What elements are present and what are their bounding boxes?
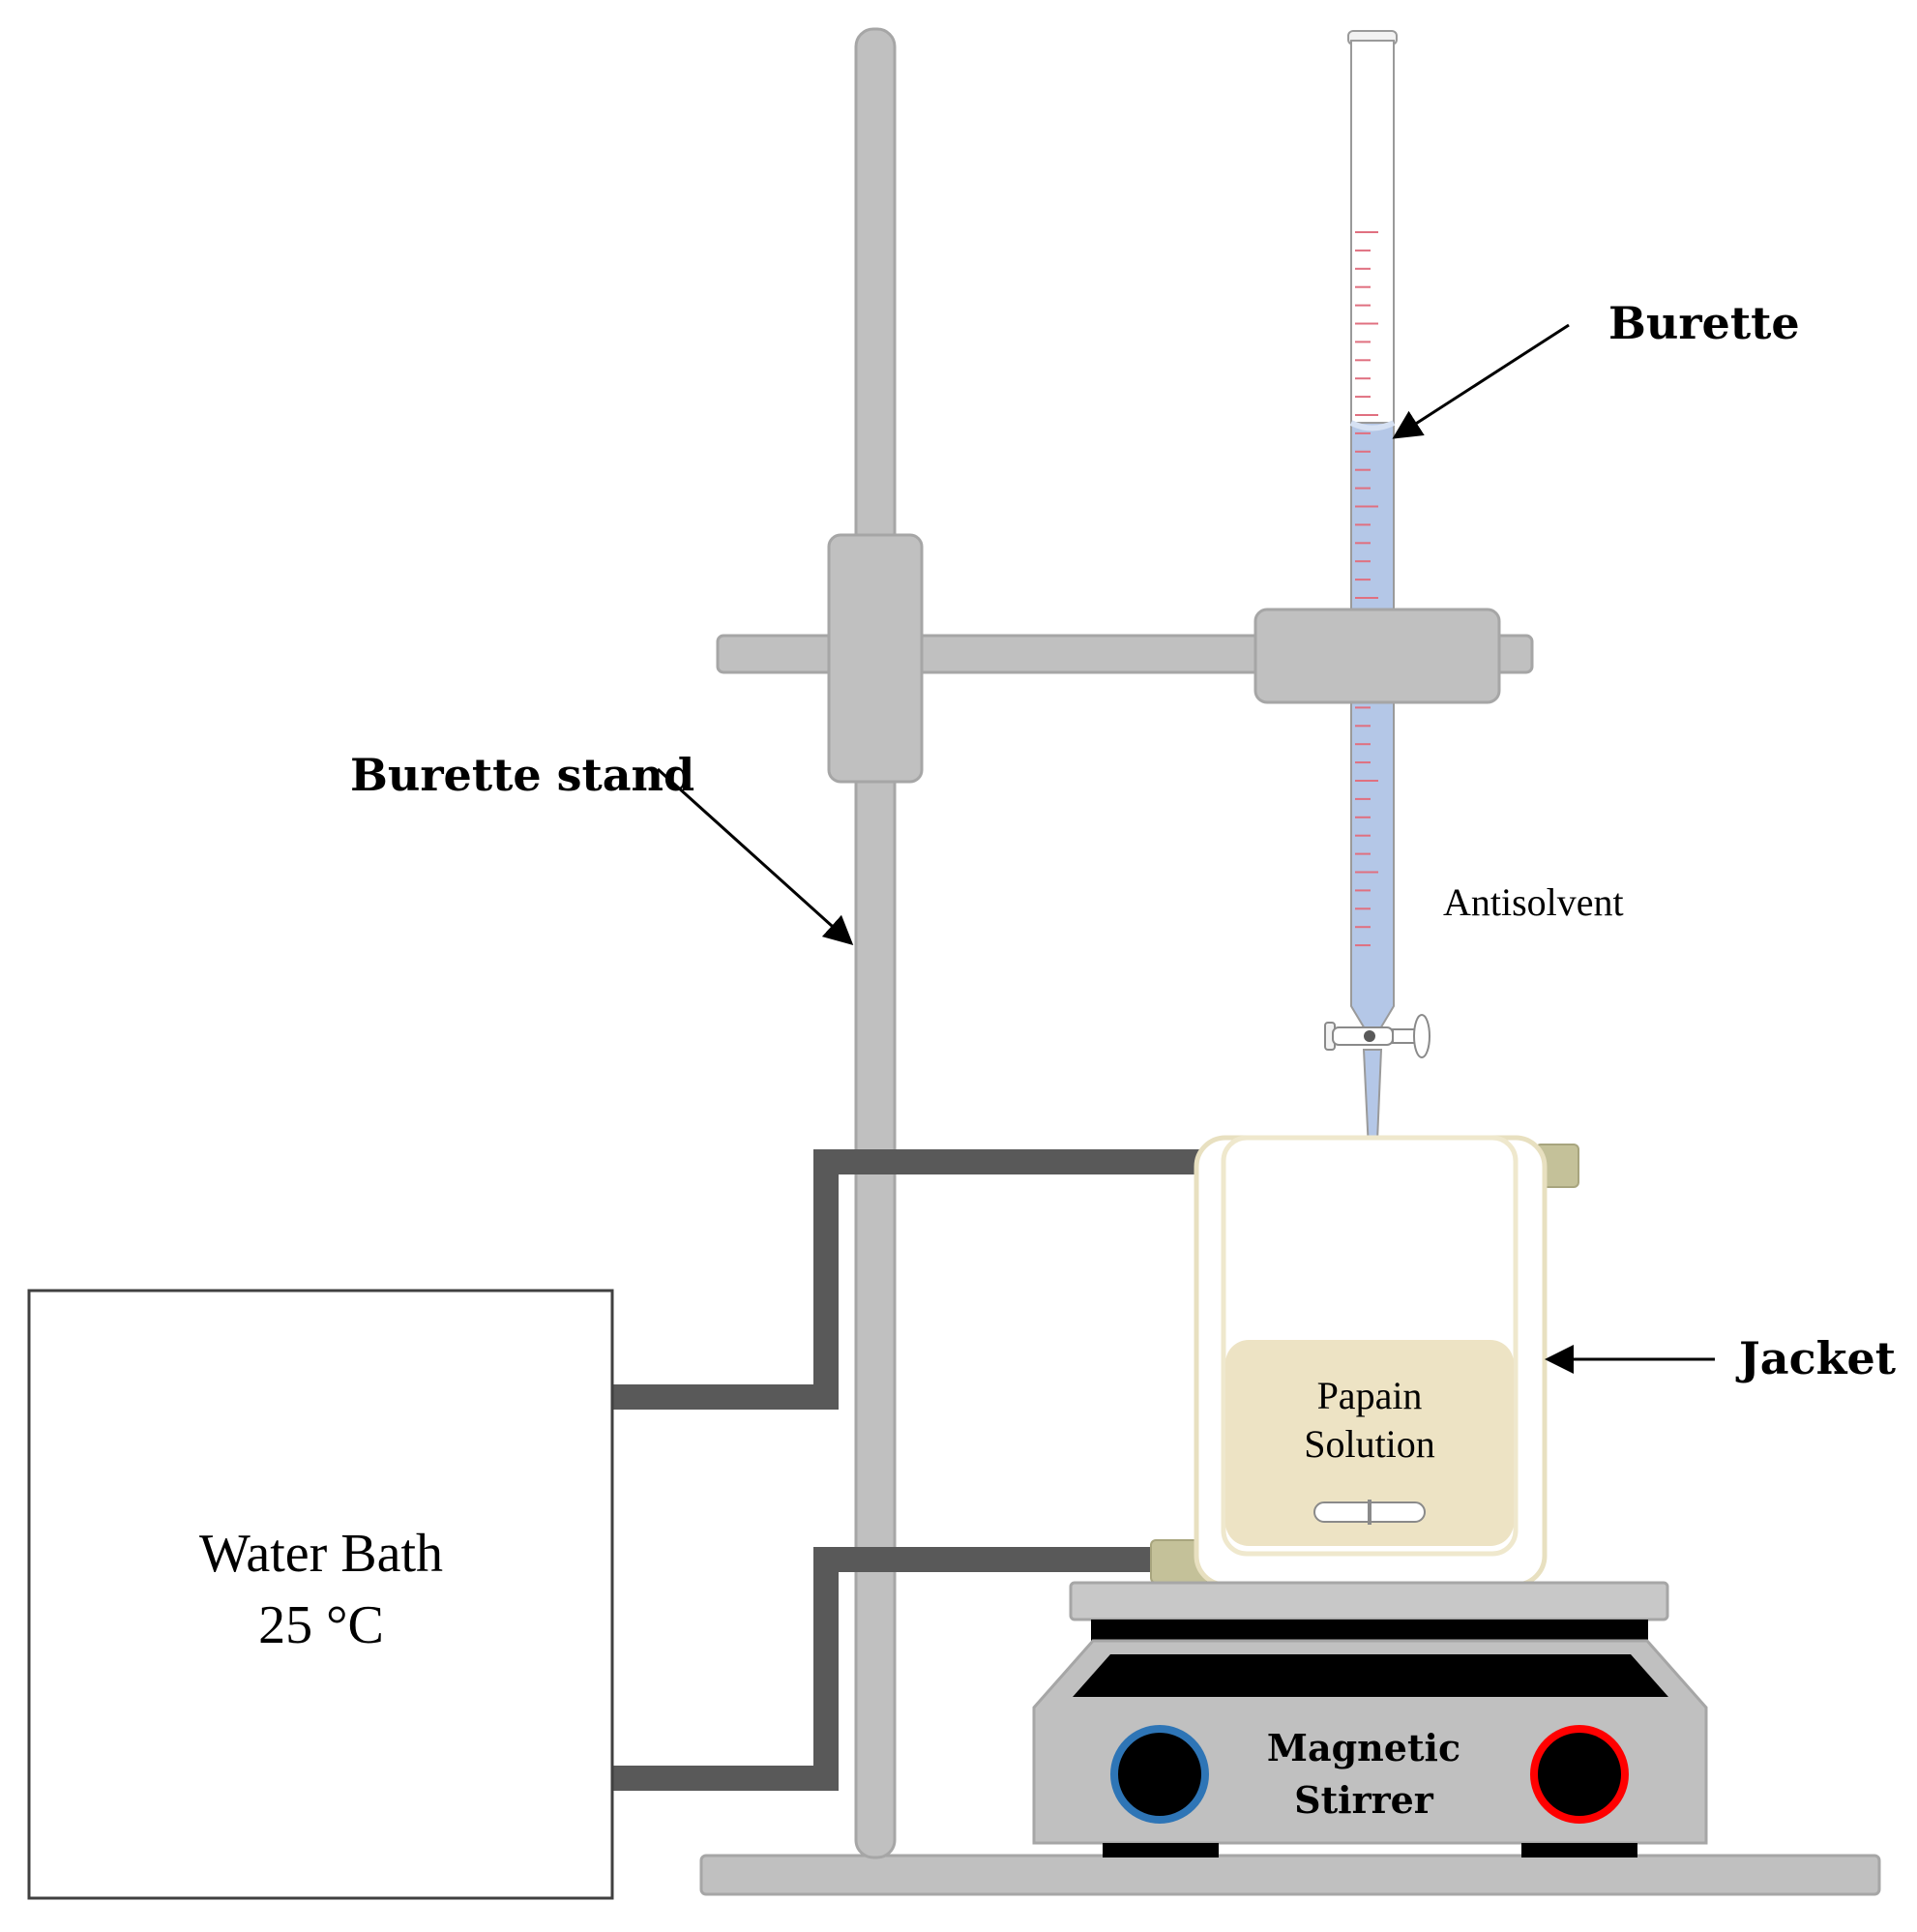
water-bath-box [27,1289,614,1900]
stand-rod [854,27,897,1859]
papain-label-line1: Papain [1317,1374,1423,1417]
stirrer-top-panel [1073,1654,1668,1697]
magnetic-stirrer: Magnetic Stirrer [1032,1581,1708,1858]
stopcock-handle [1413,1014,1430,1058]
water-bath-label-line2: 25 °C [258,1595,384,1655]
burette-clamp [1253,608,1501,704]
jacketed-vessel: Papain Solution [1194,1135,1548,1588]
papain-label-line2: Solution [1304,1422,1435,1466]
water-bath-label-line1: Water Bath [199,1524,443,1584]
hose-upper [612,1149,1201,1410]
stirrer-neck [1091,1620,1648,1641]
stir-bar [1313,1500,1426,1525]
stirrer-knob-left [1110,1725,1209,1824]
burette-label: Burette [1608,297,1800,349]
stirrer-foot-left [1103,1843,1219,1858]
stirrer-knob-right [1530,1725,1629,1824]
stopcock-barrel [1332,1026,1394,1046]
stirrer-foot-right [1521,1843,1637,1858]
stirrer-label-line1: Magnetic [1267,1726,1460,1769]
stand-base [699,1854,1881,1896]
burette-scale-marks [1355,231,1378,947]
stopcock [1324,1014,1430,1058]
antisolvent-label: Antisolvent [1443,880,1624,924]
stirrer-label-line2: Stirrer [1294,1778,1434,1822]
stopcock-pin [1364,1030,1375,1042]
papain-solution [1225,1340,1514,1546]
boss-head [827,533,924,784]
stirrer-plate [1069,1581,1669,1621]
meniscus [1349,420,1396,431]
jacket-label: Jacket [1735,1332,1897,1384]
hose-lower [612,1547,1154,1791]
burette-stand-label: Burette stand [350,749,694,801]
burette-stand-arrow [656,767,854,946]
burette-arrow [1392,323,1570,439]
water-bath: Water Bath 25 °C [27,1289,614,1900]
